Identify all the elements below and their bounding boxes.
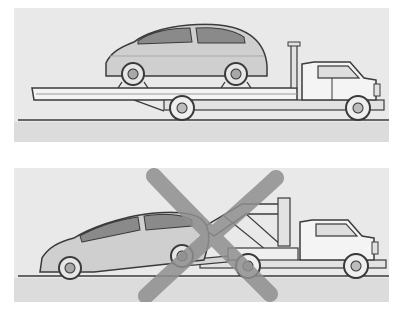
truck-front-wheel	[346, 96, 370, 120]
car-windshield	[138, 28, 192, 44]
ground-shadow	[14, 122, 389, 142]
headboard	[291, 44, 297, 88]
car-rear-wheel	[225, 63, 247, 85]
truck-front-wheel	[344, 254, 368, 278]
car-front-wheel	[122, 63, 144, 85]
panel-flatbed-towing	[14, 8, 389, 142]
wheel-lift-scene	[14, 168, 389, 302]
car-on-platform-icon	[106, 24, 267, 88]
car-rear-wheel	[59, 257, 81, 279]
ground-shadow	[14, 278, 389, 302]
truck-rear-wheel	[170, 96, 194, 120]
panel-wheel-lift-towing	[14, 168, 389, 302]
flatbed-scene	[14, 8, 389, 142]
